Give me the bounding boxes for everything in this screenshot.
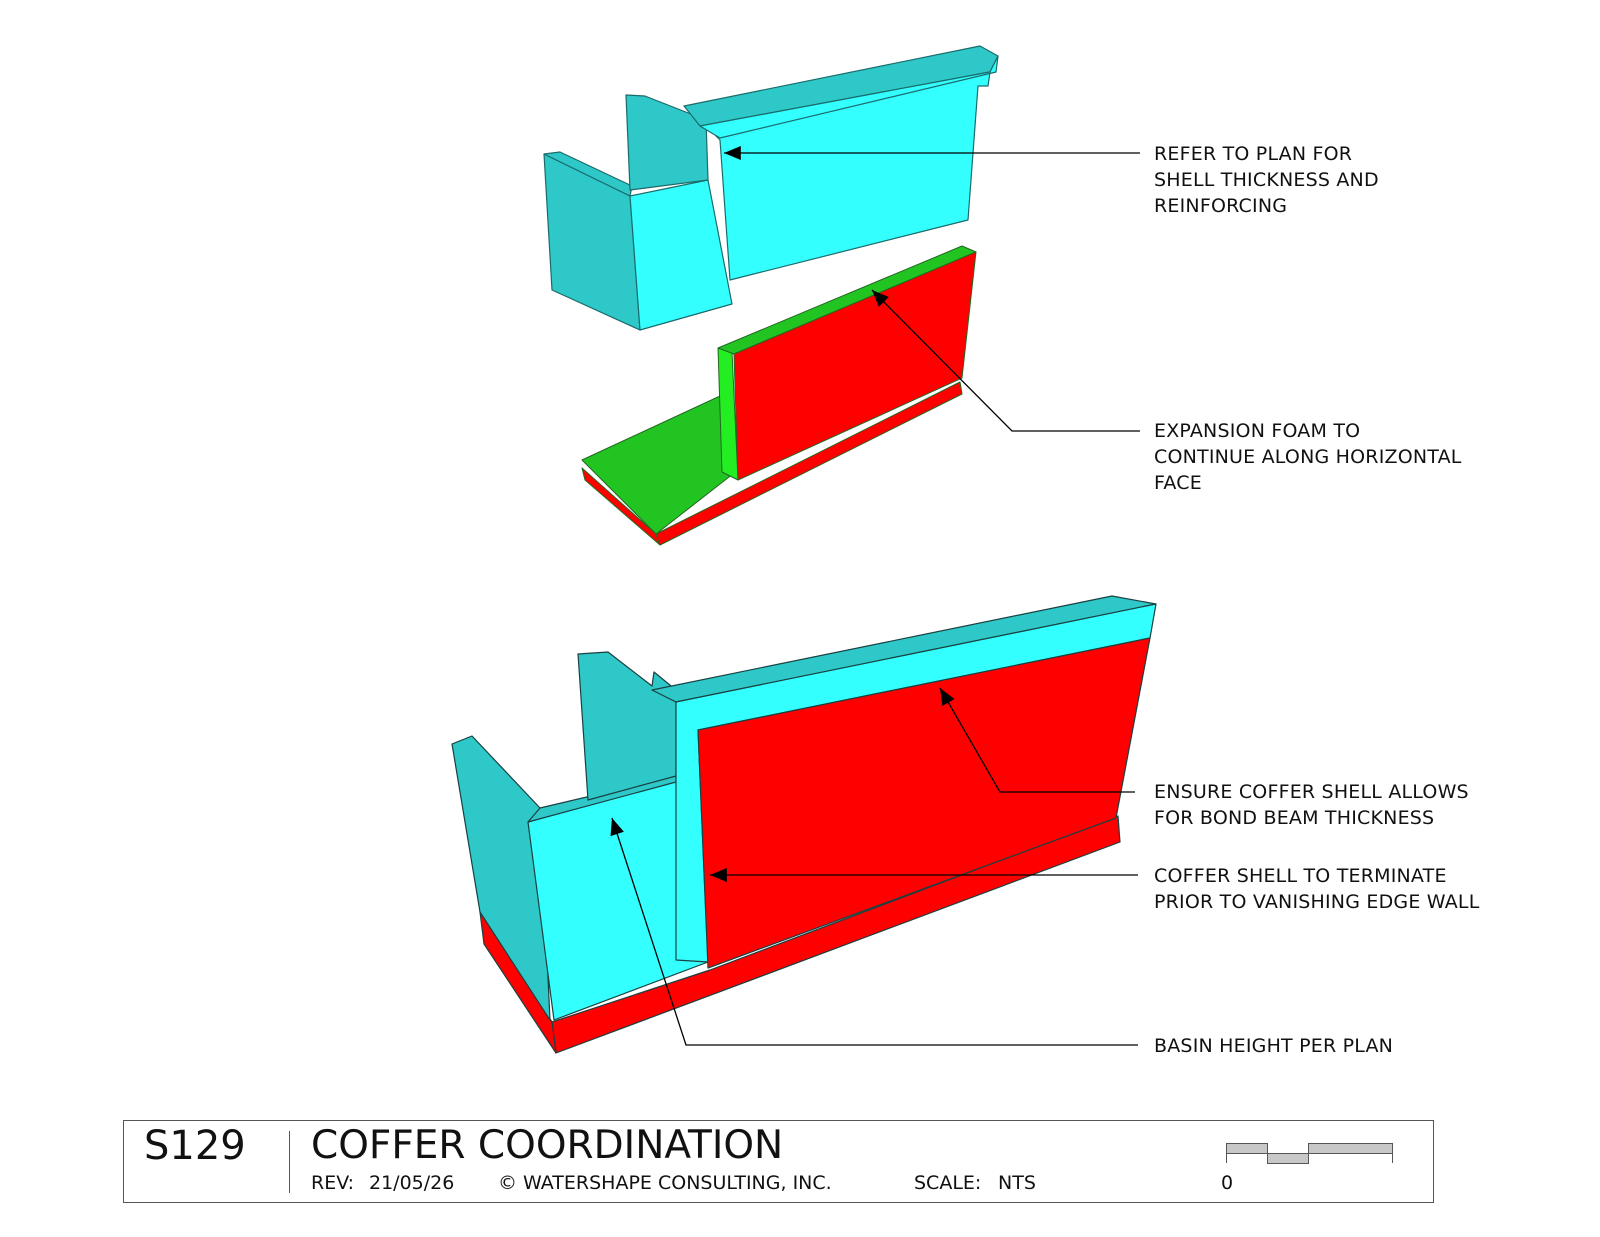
note-basin-height: BASIN HEIGHT PER PLAN xyxy=(1154,1035,1394,1057)
rev-label: REV: xyxy=(311,1172,355,1194)
scale-zero-label: 0 xyxy=(1221,1172,1234,1194)
scale-label: SCALE: xyxy=(914,1172,982,1194)
note-shell-thickness: REFER TO PLAN FOR SHELL THICKNESS AND RE… xyxy=(1154,143,1379,217)
note-expansion-foam: EXPANSION FOAM TO CONTINUE ALONG HORIZON… xyxy=(1154,420,1462,494)
title-block: S129 COFFER COORDINATION REV: 21/05/26 ©… xyxy=(123,1120,1434,1203)
title-block-divider xyxy=(289,1131,290,1193)
sheet-title: COFFER COORDINATION xyxy=(311,1123,784,1168)
leader-basin-height xyxy=(610,817,1138,1046)
copyright-text: © WATERSHAPE CONSULTING, INC. xyxy=(498,1172,832,1194)
exploded-foam-layer xyxy=(581,245,977,546)
scale-bar-graphic xyxy=(1226,1143,1393,1164)
leader-bond-beam xyxy=(939,687,1135,793)
sheet-number: S129 xyxy=(144,1123,246,1169)
note-bond-beam: ENSURE COFFER SHELL ALLOWS FOR BOND BEAM… xyxy=(1154,781,1469,829)
note-terminate: COFFER SHELL TO TERMINATE PRIOR TO VANIS… xyxy=(1154,865,1480,913)
assembled-coffer xyxy=(451,595,1157,1054)
exploded-coffer-shell xyxy=(543,45,999,331)
leader-lines xyxy=(610,146,1140,1046)
scale-value: NTS xyxy=(998,1172,1036,1194)
leader-expansion-foam xyxy=(871,289,1140,432)
rev-value: 21/05/26 xyxy=(369,1172,455,1194)
